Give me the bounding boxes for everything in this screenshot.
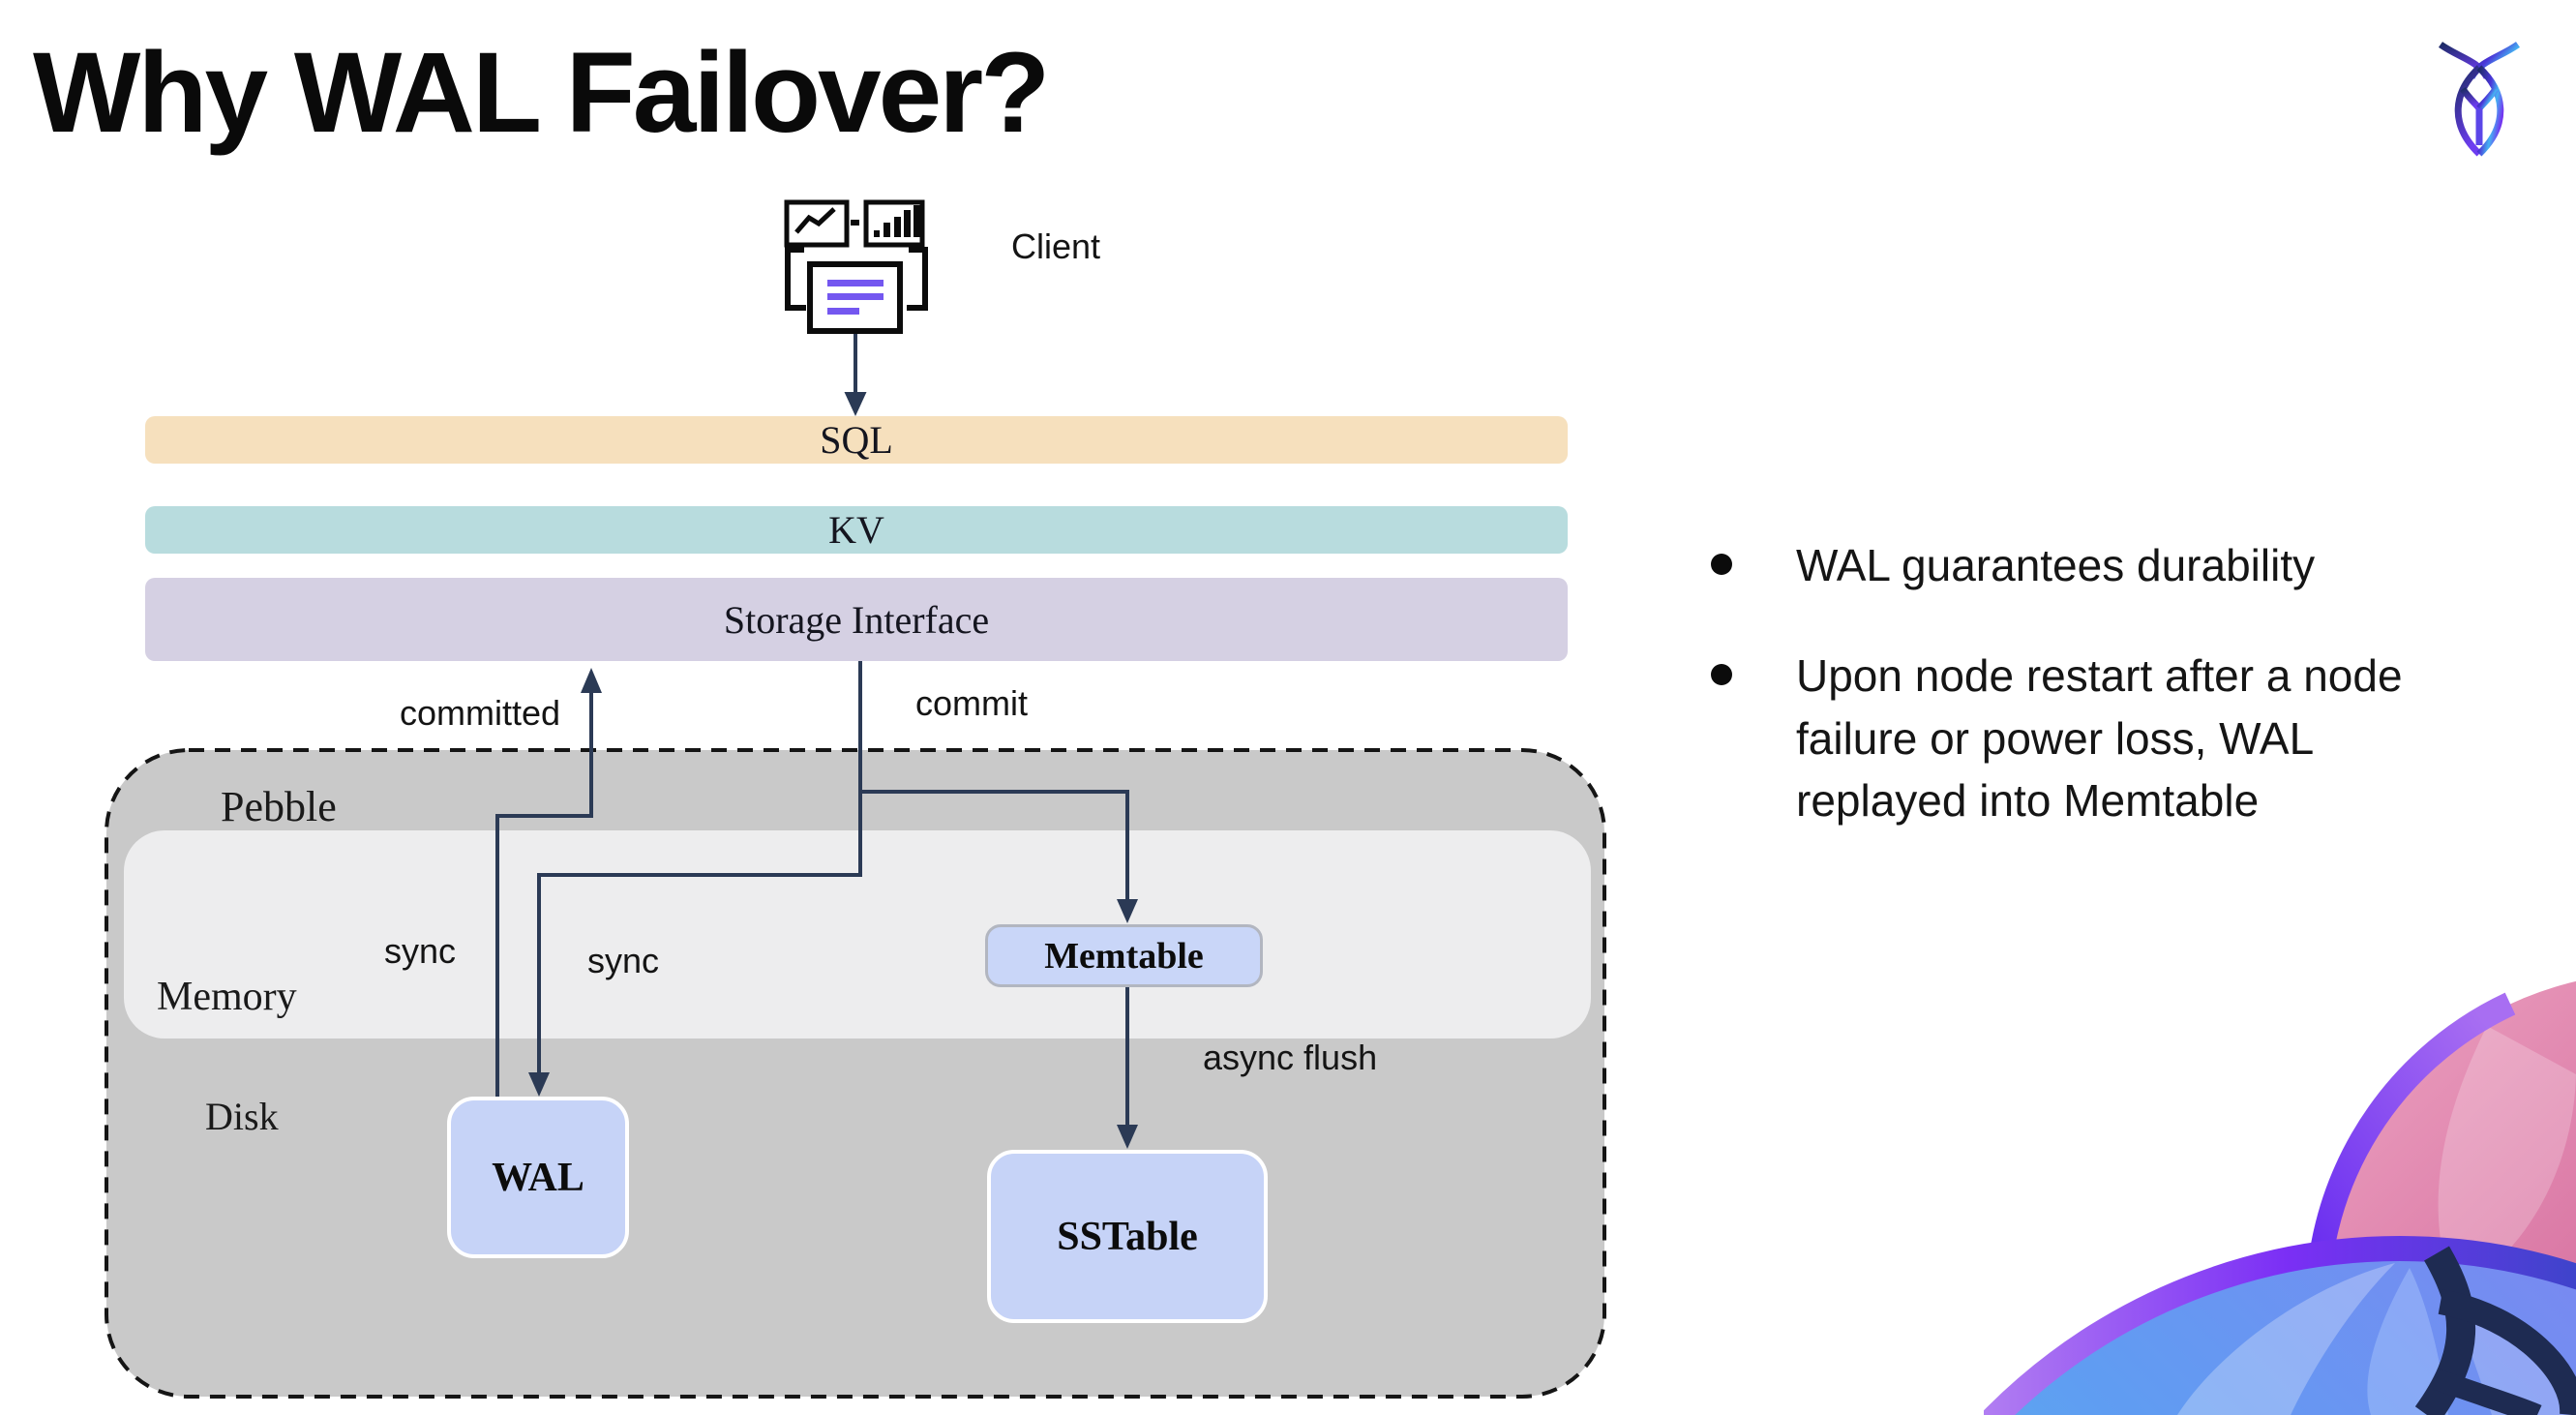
disk-label: Disk <box>205 1095 279 1138</box>
kv-layer-label: KV <box>828 508 884 552</box>
commit-label: commit <box>915 683 1028 723</box>
commit-to-memtable-arrow <box>860 790 1129 899</box>
bullet-dot-icon <box>1711 554 1732 575</box>
cockroachdb-logo-icon <box>2438 42 2521 157</box>
async-flush-label: async flush <box>1203 1038 1378 1077</box>
kv-layer-bar: KV <box>145 506 1568 554</box>
sync-committed-label: sync <box>384 931 457 971</box>
memtable-node: Memtable <box>985 924 1263 987</box>
bullet-text: Upon node restart after a node failure o… <box>1796 650 2403 827</box>
commit-sync-arrow <box>537 661 862 1072</box>
bullet-list: WAL guarantees durability Upon node rest… <box>1711 534 2514 832</box>
wal-node: WAL <box>447 1097 629 1258</box>
sql-layer-label: SQL <box>820 418 893 462</box>
committed-label: committed <box>400 693 561 733</box>
sstable-node-label: SSTable <box>1057 1214 1198 1259</box>
page-title: Why WAL Failover? <box>33 29 1050 157</box>
memory-label: Memory <box>157 975 297 1019</box>
memtable-node-label: Memtable <box>1044 935 1204 977</box>
client-terminal-icon <box>784 199 928 334</box>
sstable-node: SSTable <box>987 1150 1268 1323</box>
memory-band <box>124 830 1591 1039</box>
cockroach-brand-graphic <box>1984 980 2576 1415</box>
sync-wal-label: sync <box>587 941 660 980</box>
arrowheads <box>528 392 1138 1149</box>
list-item: WAL guarantees durability <box>1711 534 2514 596</box>
client-text-lines <box>827 280 884 315</box>
committed-arrow <box>495 693 593 1097</box>
wal-node-label: WAL <box>492 1155 584 1200</box>
pebble-label: Pebble <box>221 783 337 830</box>
storage-layer-label: Storage Interface <box>723 597 990 642</box>
list-item: Upon node restart after a node failure o… <box>1711 645 2514 831</box>
bullet-dot-icon <box>1711 664 1732 686</box>
storage-layer-bar: Storage Interface <box>145 578 1568 661</box>
bullet-text: WAL guarantees durability <box>1796 540 2316 590</box>
sql-layer-bar: SQL <box>145 416 1568 464</box>
arrows <box>495 334 1129 1125</box>
client-label: Client <box>1011 226 1101 266</box>
